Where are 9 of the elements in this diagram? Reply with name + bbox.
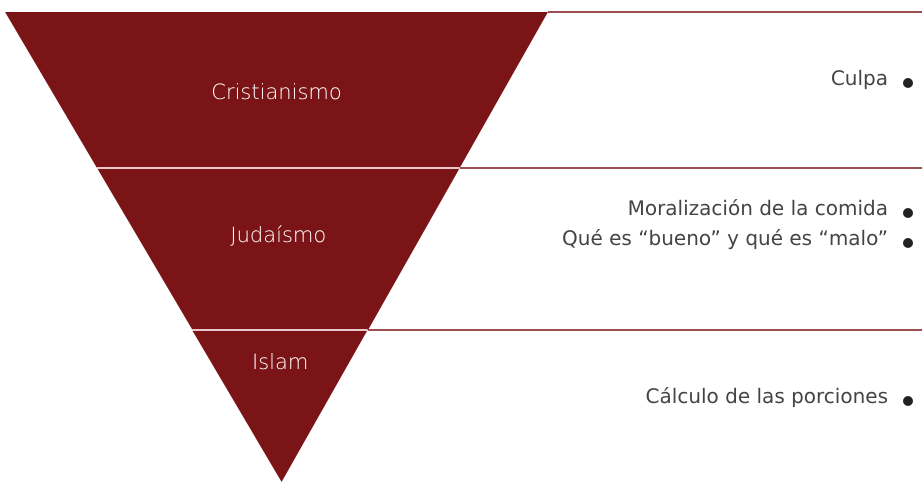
band-label: Islam [251,350,310,374]
funnel-band [5,12,548,168]
point-text: Culpa [830,66,888,90]
band-label: Cristianismo [210,80,343,104]
band-label: Judaísmo [229,223,328,247]
point-text: Qué es “bueno” y qué es “malo” [562,226,888,250]
funnel-band [192,330,368,482]
point-text: Cálculo de las porciones [646,384,888,408]
point-text: Moralización de la comida [628,196,888,220]
